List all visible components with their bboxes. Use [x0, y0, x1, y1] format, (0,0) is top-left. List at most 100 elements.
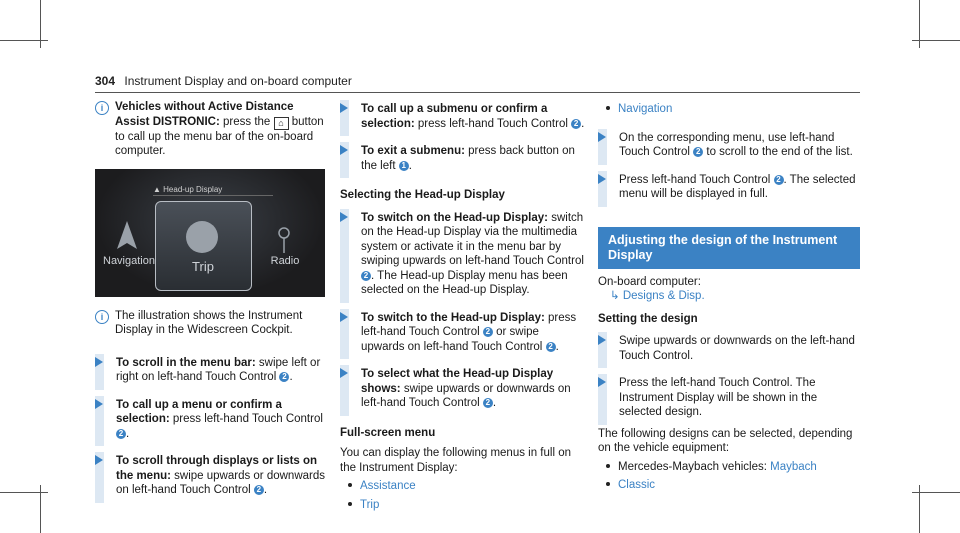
radio-icon: [278, 226, 290, 239]
arrow-icon: [340, 311, 348, 322]
touch-control-icon: 2: [361, 270, 371, 281]
arrow-icon: [340, 211, 348, 222]
step-text: or swipe upwards on left-hand Touch Cont…: [361, 326, 543, 353]
crop-mark: [912, 492, 960, 493]
step-heading: To select what the Head-up Display shows…: [361, 368, 554, 395]
touch-control-icon: 2: [545, 341, 556, 352]
step: To call up a menu or confirm a selection…: [95, 395, 327, 446]
step-text: Press the left-hand Touch Control. The I…: [619, 377, 818, 418]
touch-control-icon: 2: [571, 118, 582, 129]
header-rule: [95, 92, 860, 93]
crop-mark: [40, 485, 41, 533]
list-item: Classic: [606, 478, 860, 493]
step-heading: To scroll in the menu bar:: [116, 356, 256, 369]
paragraph: You can display the following menus in f…: [340, 447, 571, 474]
step-heading: To call up a submenu or confirm a select…: [361, 103, 548, 130]
touch-control-icon: 2: [482, 327, 493, 337]
link-trip[interactable]: Trip: [360, 498, 380, 511]
step-heading: To scroll through displays or lists on t…: [116, 455, 318, 482]
page-header: 304 Instrument Display and on-board comp…: [95, 74, 352, 88]
tile-radio: Radio: [270, 255, 300, 267]
paragraph: The following designs can be selected, d…: [598, 427, 853, 455]
step: To switch to the Head-up Display: press …: [340, 308, 585, 359]
info-icon: i: [95, 101, 109, 115]
step-text: switch on the Head-up Display via the mu…: [361, 211, 584, 268]
link-navigation[interactable]: Navigation: [618, 103, 673, 115]
crop-mark: [0, 40, 48, 41]
link-assistance[interactable]: Assistance: [360, 480, 416, 492]
arrow-icon: [598, 377, 606, 387]
page-title: Instrument Display and on-board computer: [124, 74, 352, 88]
head-up-label: ▲ Head-up Display: [153, 184, 223, 194]
page-number: 304: [95, 74, 116, 88]
section-title: Adjusting the design of the Instrument D…: [598, 226, 860, 269]
step-heading: To switch on the Head-up Display:: [361, 211, 548, 224]
step: To switch on the Head-up Display: switch…: [340, 208, 585, 303]
step: To call up a submenu or confirm a select…: [340, 100, 585, 136]
list-item: Mercedes-Maybach vehicles: Maybach: [606, 460, 860, 475]
onboard-label: On-board computer:: [598, 275, 701, 288]
crop-mark: [912, 40, 960, 41]
arrow-icon: [95, 398, 103, 409]
subheading: Full-screen menu: [340, 426, 436, 439]
step: Press the left-hand Touch Control. The I…: [598, 374, 860, 425]
step-text: press left-hand Touch Control: [172, 413, 323, 425]
link-classic[interactable]: Classic: [618, 479, 656, 491]
info-icon: i: [95, 309, 109, 324]
path-arrow-icon: ↳: [610, 290, 620, 302]
note-bold: Vehicles without Active Distance Assist …: [115, 101, 294, 128]
touch-control-icon: 2: [482, 398, 493, 408]
list-item: Trip: [348, 498, 585, 513]
arrow-icon: [340, 368, 348, 378]
arrow-icon: [598, 173, 606, 184]
arrow-icon: [598, 131, 606, 142]
trip-icon: [186, 220, 218, 253]
step-text: press back button on the left: [361, 145, 575, 172]
arrow-icon: [95, 455, 103, 465]
step-text: press left-hand Touch Control: [417, 117, 568, 130]
crop-mark: [40, 0, 41, 48]
link-designs-disp[interactable]: Designs & Disp.: [622, 290, 705, 302]
touch-control-icon: 2: [116, 428, 126, 439]
column-3: Navigation On the corresponding menu, us…: [598, 100, 860, 493]
menu-path: ↳ Designs & Disp.: [610, 289, 860, 304]
link-maybach[interactable]: Maybach: [770, 460, 817, 473]
back-button-icon: 1: [398, 160, 409, 171]
step: To exit a submenu: press back button on …: [340, 142, 585, 178]
step-text: swipe upwards or downwards on left-hand …: [361, 382, 571, 410]
note-block: i The illustration shows the Instrument …: [95, 309, 327, 338]
column-1: i Vehicles without Active Distance Assis…: [95, 100, 327, 503]
column-2: To call up a submenu or confirm a select…: [340, 100, 585, 512]
step-text: On the corresponding menu, use left-hand…: [619, 131, 835, 159]
note-text: press the: [223, 115, 271, 128]
step-text: Swipe upwards or downwards on the left-h…: [619, 335, 855, 362]
touch-control-icon: 2: [693, 147, 704, 157]
arrow-icon: [340, 103, 348, 113]
crop-mark: [919, 0, 920, 48]
arrow-icon: [340, 145, 348, 155]
step: To scroll through displays or lists on t…: [95, 452, 327, 503]
step: To scroll in the menu bar: swipe left or…: [95, 353, 327, 390]
step: On the corresponding menu, use left-hand…: [598, 128, 860, 165]
step: Press left-hand Touch Control 2. The sel…: [598, 170, 860, 207]
tile-icons: [117, 220, 290, 253]
step-text: swipe upwards or downwards on left-hand …: [116, 469, 326, 497]
step-text: press left-hand Touch Control: [361, 311, 577, 339]
arrow-icon: [598, 335, 606, 345]
list-item: Navigation: [606, 102, 860, 117]
step-heading: To exit a submenu:: [361, 145, 465, 157]
instrument-display-illustration: ▲ Head-up Display Navigation Trip Radio: [95, 168, 325, 297]
home-icon: ⌂: [273, 116, 289, 130]
step-text: swipe left or right on left-hand Touch C…: [116, 356, 321, 384]
crop-mark: [919, 485, 920, 533]
subheading: Selecting the Head-up Display: [340, 189, 505, 201]
step: Swipe upwards or downwards on the left-h…: [598, 332, 860, 368]
tile-navigation: Navigation: [103, 255, 155, 267]
step: To select what the Head-up Display shows…: [340, 365, 585, 416]
touch-control-icon: 2: [773, 174, 784, 185]
list-text: Mercedes-Maybach vehicles:: [618, 460, 767, 473]
step-heading: To call up a menu or confirm a selection…: [116, 398, 282, 426]
note-block: i Vehicles without Active Distance Assis…: [95, 100, 327, 159]
step-text: Press left-hand Touch Control: [619, 173, 771, 186]
note-text: The illustration shows the Instrument Di…: [115, 309, 303, 337]
